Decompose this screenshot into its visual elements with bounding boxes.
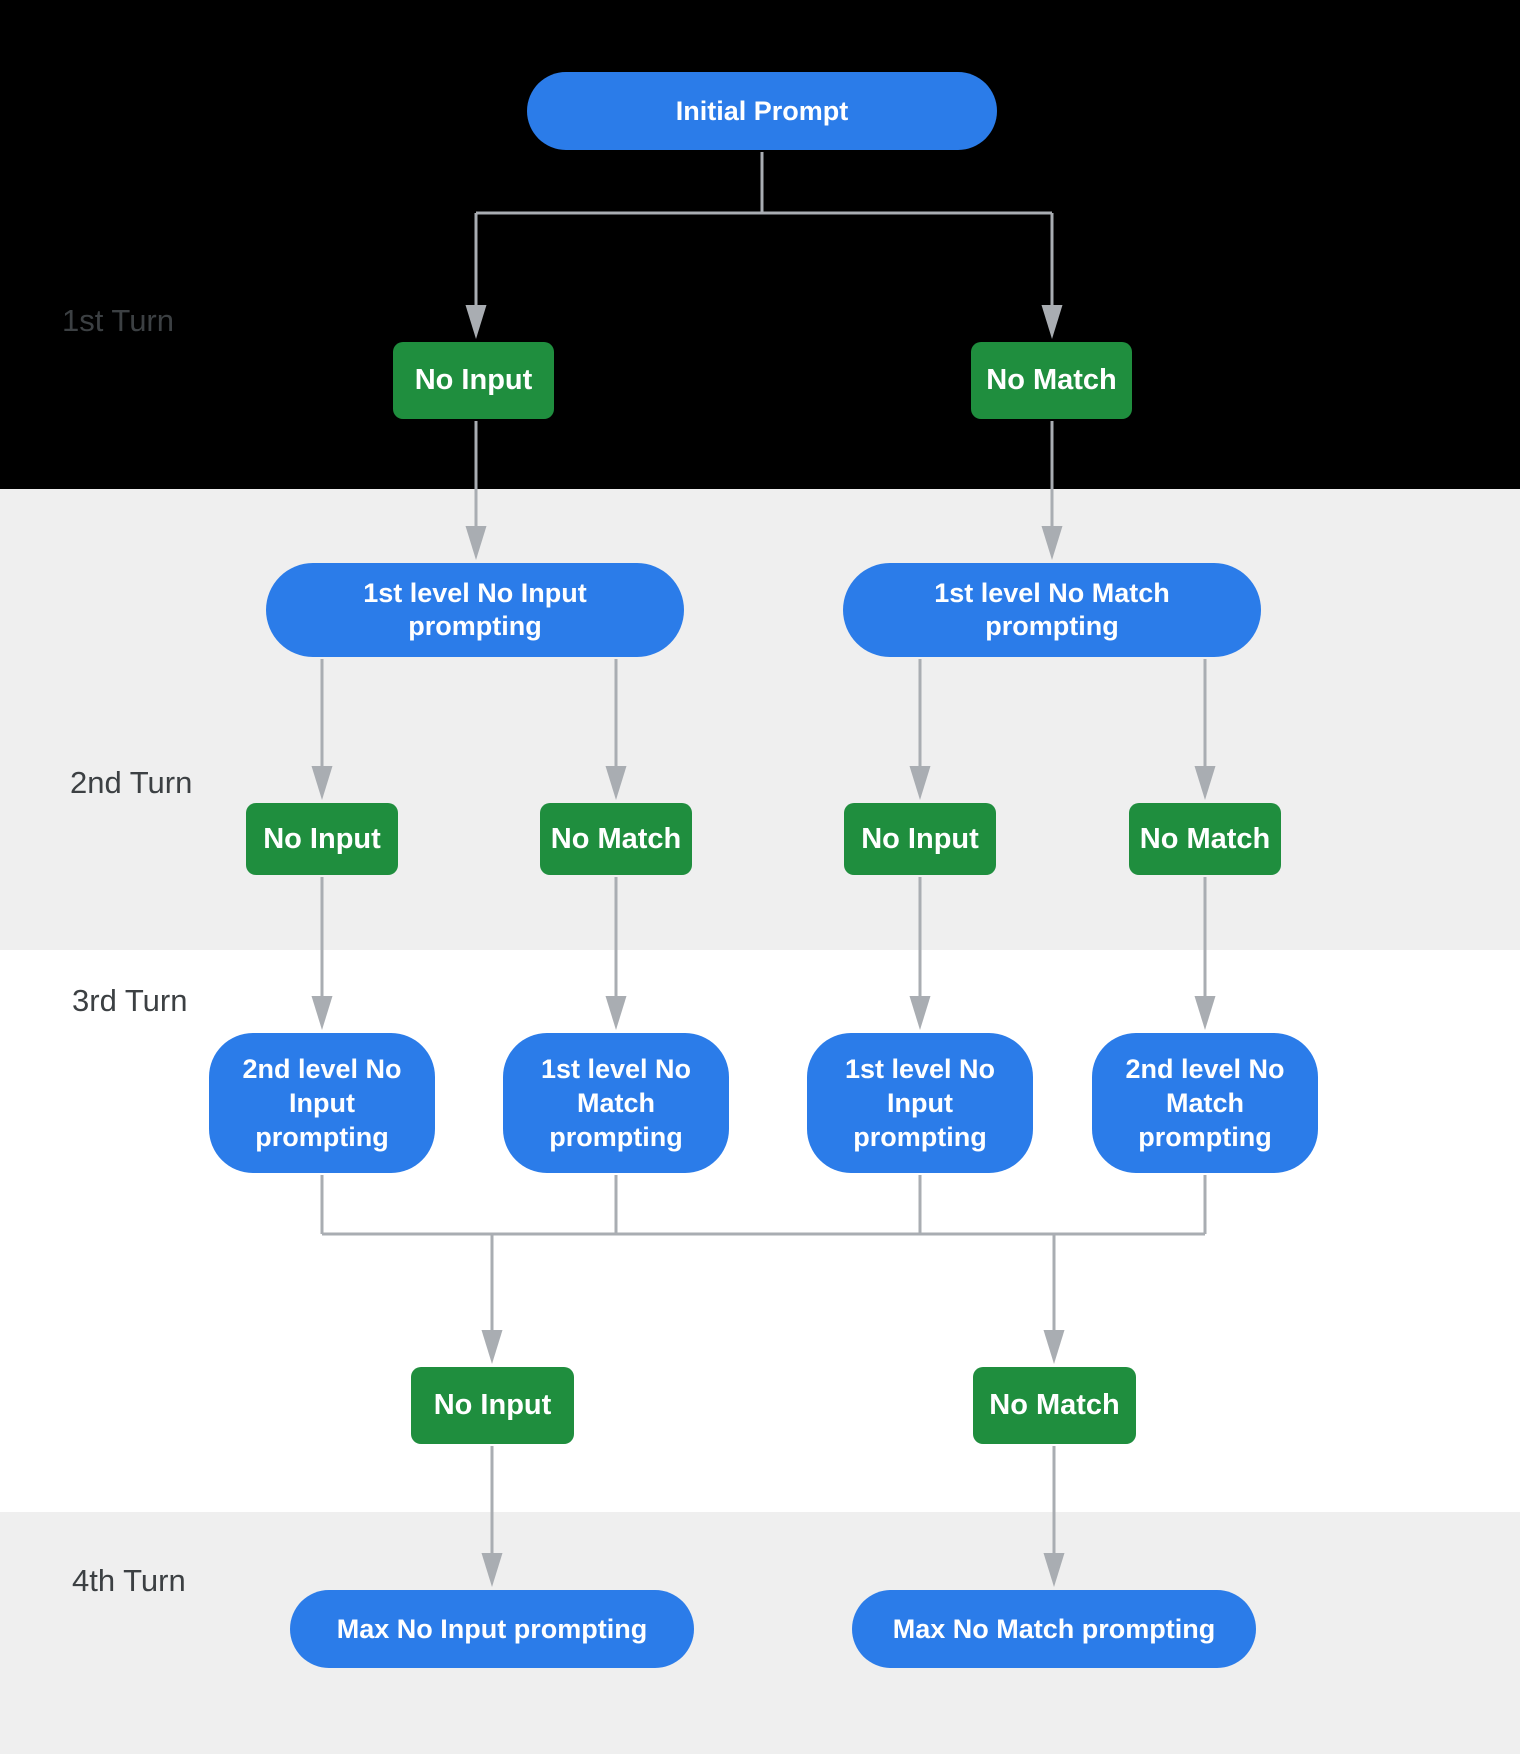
node-2nd-level-no-input-prompting: 2nd level No Input prompting bbox=[209, 1033, 435, 1173]
node-turn3-no-match: No Match bbox=[973, 1367, 1136, 1444]
node-1st-level-no-match-prompting: 1st level No Match prompting bbox=[843, 563, 1261, 657]
node-1st-level-no-match-prompting-2: 1st level No Match prompting bbox=[503, 1033, 729, 1173]
turn-label-3: 3rd Turn bbox=[72, 983, 188, 1018]
node-turn3-no-input: No Input bbox=[411, 1367, 574, 1444]
node-initial-prompt: Initial Prompt bbox=[527, 72, 997, 150]
node-turn1-no-input: No Input bbox=[393, 342, 554, 419]
node-max-no-input-prompting: Max No Input prompting bbox=[290, 1590, 694, 1668]
turn-label-4: 4th Turn bbox=[72, 1563, 186, 1598]
node-max-no-match-prompting: Max No Match prompting bbox=[852, 1590, 1256, 1668]
node-2nd-level-no-match-prompting: 2nd level No Match prompting bbox=[1092, 1033, 1318, 1173]
node-1st-level-no-input-prompting: 1st level No Input prompting bbox=[266, 563, 684, 657]
node-1st-level-no-input-prompting-2: 1st level No Input prompting bbox=[807, 1033, 1033, 1173]
node-turn1-no-match: No Match bbox=[971, 342, 1132, 419]
node-turn2-no-match-left: No Match bbox=[540, 803, 692, 875]
band-turn2-background bbox=[0, 489, 1520, 950]
band-turn3-background bbox=[0, 950, 1520, 1512]
turn-label-1: 1st Turn bbox=[62, 303, 174, 338]
node-turn2-no-input-left: No Input bbox=[246, 803, 398, 875]
turn-label-2: 2nd Turn bbox=[70, 765, 193, 800]
node-turn2-no-match-right: No Match bbox=[1129, 803, 1281, 875]
band-turn4-background bbox=[0, 1512, 1520, 1754]
node-turn2-no-input-right: No Input bbox=[844, 803, 996, 875]
